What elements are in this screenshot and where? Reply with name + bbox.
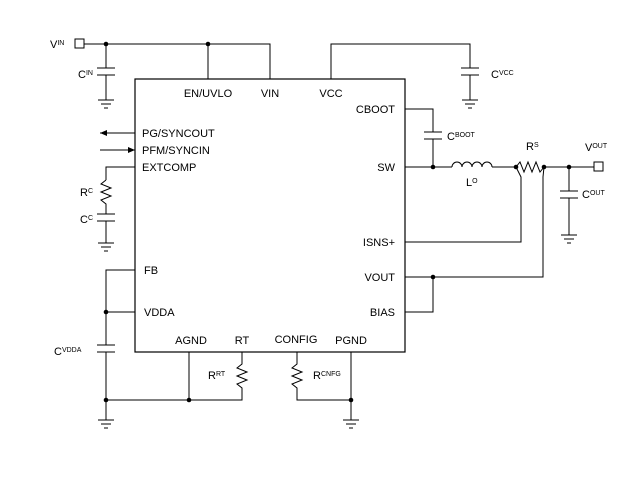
rcnfg-label-sub: CNFG bbox=[321, 371, 341, 378]
cboot-label: C bbox=[447, 131, 455, 143]
cc-capacitor: CC bbox=[80, 213, 115, 252]
svg-text:CC: CC bbox=[80, 214, 93, 226]
ground-icon bbox=[561, 234, 577, 244]
pin-vdda: VDDA bbox=[144, 307, 175, 319]
ground-icon bbox=[98, 242, 114, 252]
cc-label: C bbox=[80, 214, 88, 226]
cin-label-sub: IN bbox=[86, 70, 93, 77]
rrt-label: R bbox=[208, 370, 216, 382]
rcnfg-resistor: RCNFG bbox=[290, 352, 351, 401]
vout-label: V bbox=[585, 142, 593, 154]
svg-text:CIN: CIN bbox=[78, 69, 93, 81]
rrt-label-sub: RT bbox=[216, 371, 226, 378]
cboot-capacitor: CBOOT bbox=[424, 131, 476, 167]
vout-terminal: VOUT bbox=[585, 142, 608, 172]
agnd-ground-wire bbox=[106, 393, 243, 401]
ground-icon bbox=[343, 419, 359, 429]
vout-sense-wire bbox=[405, 166, 545, 278]
pin-pfm-syncin: PFM/SYNCIN bbox=[142, 145, 210, 157]
cout-label: C bbox=[582, 189, 590, 201]
pin-bias: BIAS bbox=[370, 307, 395, 319]
agnd-junction bbox=[186, 397, 192, 403]
lo-label-sub: O bbox=[472, 178, 478, 185]
svg-text:VIN: VIN bbox=[50, 39, 64, 51]
bias-wire bbox=[405, 277, 434, 313]
svg-text:RRT: RRT bbox=[208, 370, 226, 382]
rc-label-sub: C bbox=[88, 188, 93, 195]
svg-text:RCNFG: RCNFG bbox=[313, 370, 341, 382]
cin-label: C bbox=[78, 69, 86, 81]
cvcc-capacitor: CVCC bbox=[461, 67, 514, 109]
ic-body bbox=[134, 78, 406, 353]
pin-extcomp: EXTCOMP bbox=[142, 162, 196, 174]
cin-capacitor: CIN bbox=[78, 44, 115, 109]
rs-label: R bbox=[526, 141, 534, 153]
rs-resistor: RS bbox=[515, 141, 545, 174]
rcnfg-label: R bbox=[313, 370, 321, 382]
ground-icon bbox=[462, 99, 478, 109]
pin-vout: VOUT bbox=[364, 272, 395, 284]
ground-icon bbox=[98, 419, 114, 429]
pin-isns: ISNS+ bbox=[363, 237, 395, 249]
svg-text:CVDDA: CVDDA bbox=[54, 346, 82, 358]
pfm-syncin-arrow bbox=[100, 147, 135, 153]
cout-capacitor: COUT bbox=[560, 167, 605, 244]
cvcc-label: C bbox=[491, 69, 499, 81]
sw-junction bbox=[430, 164, 436, 170]
svg-text:COUT: COUT bbox=[582, 189, 605, 201]
svg-text:VOUT: VOUT bbox=[585, 142, 608, 154]
pin-pgnd: PGND bbox=[335, 335, 367, 347]
cvdda-label: C bbox=[54, 346, 62, 358]
pin-agnd: AGND bbox=[175, 335, 207, 347]
rc-resistor: RC bbox=[80, 179, 113, 214]
rc-label: R bbox=[80, 187, 88, 199]
pin-cboot: CBOOT bbox=[356, 104, 395, 116]
pin-vin: VIN bbox=[261, 88, 279, 100]
pin-fb: FB bbox=[144, 265, 158, 277]
cvdda-label-sub: VDDA bbox=[62, 347, 82, 354]
lo-inductor: LO bbox=[451, 161, 493, 189]
svg-text:CBOOT: CBOOT bbox=[447, 131, 476, 143]
isns-wire bbox=[405, 166, 522, 243]
pg-syncout-arrow bbox=[100, 130, 135, 136]
vcc-wire bbox=[330, 43, 471, 79]
lo-label: L bbox=[466, 177, 472, 189]
pin-en-uvlo: EN/UVLO bbox=[184, 88, 233, 100]
svg-text:CVCC: CVCC bbox=[491, 69, 514, 81]
svg-text:LO: LO bbox=[466, 177, 478, 189]
cvdda-capacitor: CVDDA bbox=[54, 344, 115, 429]
vin-terminal: VIN bbox=[50, 38, 85, 51]
pin-sw: SW bbox=[377, 162, 395, 174]
pin-pg-syncout: PG/SYNCOUT bbox=[142, 128, 215, 140]
pin-rt: RT bbox=[235, 335, 250, 347]
rs-label-sub: S bbox=[534, 142, 539, 149]
pin-vcc: VCC bbox=[319, 88, 342, 100]
cvcc-label-sub: VCC bbox=[499, 70, 514, 77]
fb-wire bbox=[105, 269, 135, 345]
ground-icon bbox=[98, 99, 114, 109]
extcomp-wire bbox=[105, 166, 135, 180]
cc-label-sub: C bbox=[88, 215, 93, 222]
svg-text:RS: RS bbox=[526, 141, 539, 153]
vin-junction-b bbox=[205, 41, 211, 47]
pin-config: CONFIG bbox=[275, 334, 318, 346]
vin-rail-wire bbox=[84, 43, 271, 79]
pgnd-junction bbox=[348, 397, 354, 403]
vout-label-sub: OUT bbox=[592, 143, 608, 150]
vin-label: V bbox=[50, 39, 58, 51]
cboot-label-sub: BOOT bbox=[455, 132, 476, 139]
cboot-wire bbox=[405, 108, 434, 132]
cout-label-sub: OUT bbox=[590, 190, 606, 197]
rrt-resistor: RRT bbox=[208, 352, 249, 393]
svg-text:RC: RC bbox=[80, 187, 93, 199]
vin-label-sub: IN bbox=[57, 40, 64, 47]
vdda-junction bbox=[103, 309, 109, 315]
